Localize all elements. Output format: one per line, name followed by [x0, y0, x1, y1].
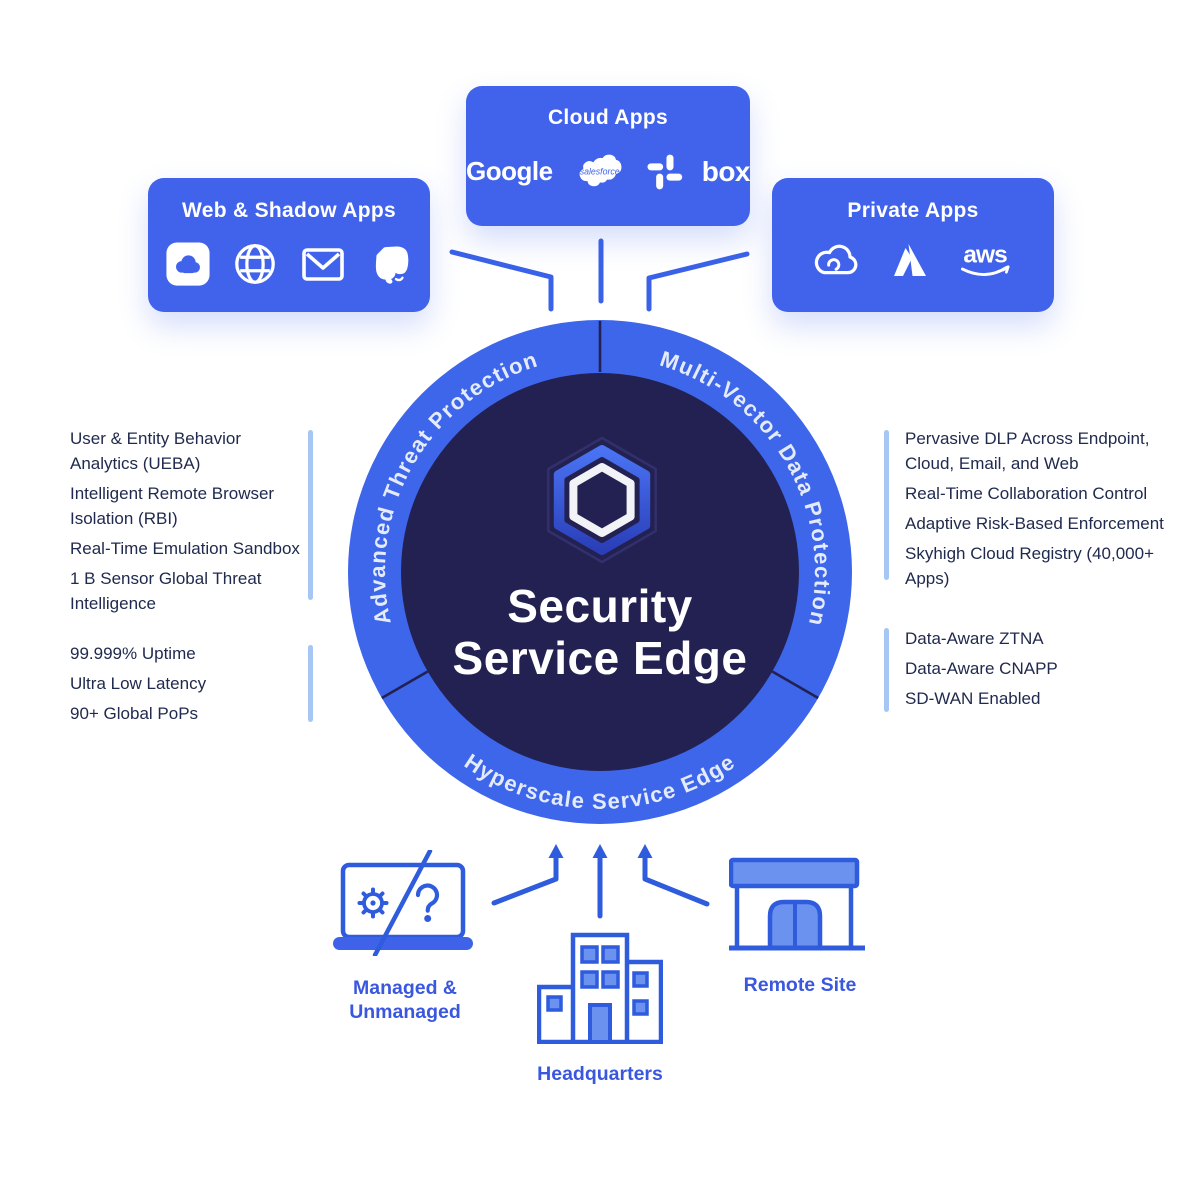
feature-item: Data-Aware CNAPP	[905, 659, 1058, 678]
arrow-from-managed	[491, 854, 559, 906]
label-managed-unmanaged: Managed & Unmanaged	[349, 977, 461, 1023]
azure-icon	[894, 244, 926, 276]
box-private-apps: Private Apps aws	[772, 178, 1054, 312]
box-web-shadow-apps: Web & Shadow Apps	[148, 178, 430, 312]
sse-hexagon-logo-icon	[547, 436, 657, 564]
box-cloud-apps: Cloud Apps Google salesforce box	[466, 86, 751, 226]
divider-bar	[884, 430, 889, 580]
building-door	[588, 1003, 612, 1044]
list-data-protection-features: Pervasive DLP Across Endpoint, Cloud, Em…	[905, 426, 1179, 596]
ring-segment-dividers	[381, 321, 819, 700]
sse-title: Security Service Edge	[350, 580, 850, 684]
divider-bar	[308, 430, 313, 600]
email-icon	[301, 248, 344, 281]
building-icon	[537, 932, 663, 1044]
feature-item: SD-WAN Enabled	[905, 689, 1041, 708]
arrow-heads	[548, 844, 653, 858]
aws-logo: aws	[960, 242, 1010, 276]
question-mark-icon	[415, 883, 440, 922]
connector-web-to-sse	[449, 249, 554, 312]
sse-title-line1: Security	[507, 580, 693, 632]
feature-item: Real-Time Emulation Sandbox	[70, 539, 300, 558]
gear-icon	[357, 887, 389, 919]
feature-item: Pervasive DLP Across Endpoint, Cloud, Em…	[905, 429, 1150, 473]
arrow-from-remote	[642, 854, 710, 907]
feature-item: Data-Aware ZTNA	[905, 629, 1044, 648]
laptop-icon	[333, 850, 473, 956]
svg-text:aws: aws	[963, 242, 1007, 269]
sse-inner-circle	[401, 373, 799, 771]
divider-bar	[308, 645, 313, 722]
list-network-features: Data-Aware ZTNA Data-Aware CNAPP SD-WAN …	[905, 626, 1179, 716]
box-logo: box	[701, 155, 751, 187]
sse-title-line2: Service Edge	[452, 632, 748, 684]
box-title: Private Apps	[847, 199, 979, 222]
google-logo: Google	[466, 156, 553, 186]
connector-private-to-sse	[646, 251, 750, 312]
svg-text:salesforce: salesforce	[579, 166, 619, 176]
divider-bar	[884, 628, 889, 712]
evernote-icon	[375, 246, 408, 284]
feature-item: 1 B Sensor Global Threat Intelligence	[70, 569, 262, 613]
storefront-icon	[729, 857, 865, 951]
feature-item: 90+ Global PoPs	[70, 704, 199, 723]
laptop-base	[333, 937, 473, 950]
feature-item: Adaptive Risk-Based Enforcement	[905, 514, 1164, 533]
feature-item: Ultra Low Latency	[70, 674, 207, 693]
box-title: Web & Shadow Apps	[182, 199, 396, 222]
slash-icon	[372, 850, 433, 956]
salesforce-logo: salesforce	[579, 154, 622, 187]
label-remote-site: Remote Site	[743, 974, 857, 996]
list-uptime-features: 99.999% Uptime Ultra Low Latency 90+ Glo…	[70, 641, 312, 731]
cloud-app-icon	[165, 242, 210, 286]
feature-item: User & Entity Behavior Analytics (UEBA)	[70, 429, 242, 473]
feature-item: Intelligent Remote Browser Isolation (RB…	[70, 484, 275, 528]
private-cloud-icon	[814, 244, 858, 274]
slack-icon	[647, 154, 683, 189]
box-title: Cloud Apps	[547, 106, 669, 129]
feature-item: Real-Time Collaboration Control	[905, 484, 1148, 503]
label-headquarters: Headquarters	[537, 1063, 663, 1085]
list-threat-protection-features: User & Entity Behavior Analytics (UEBA) …	[70, 426, 312, 621]
connector-lines-top	[449, 238, 750, 312]
storefront-awning	[729, 857, 860, 889]
feature-item: Skyhigh Cloud Registry (40,000+ Apps)	[905, 544, 1154, 588]
feature-item: 99.999% Uptime	[70, 644, 196, 663]
globe-icon	[234, 244, 275, 284]
arrows-up	[491, 854, 710, 919]
